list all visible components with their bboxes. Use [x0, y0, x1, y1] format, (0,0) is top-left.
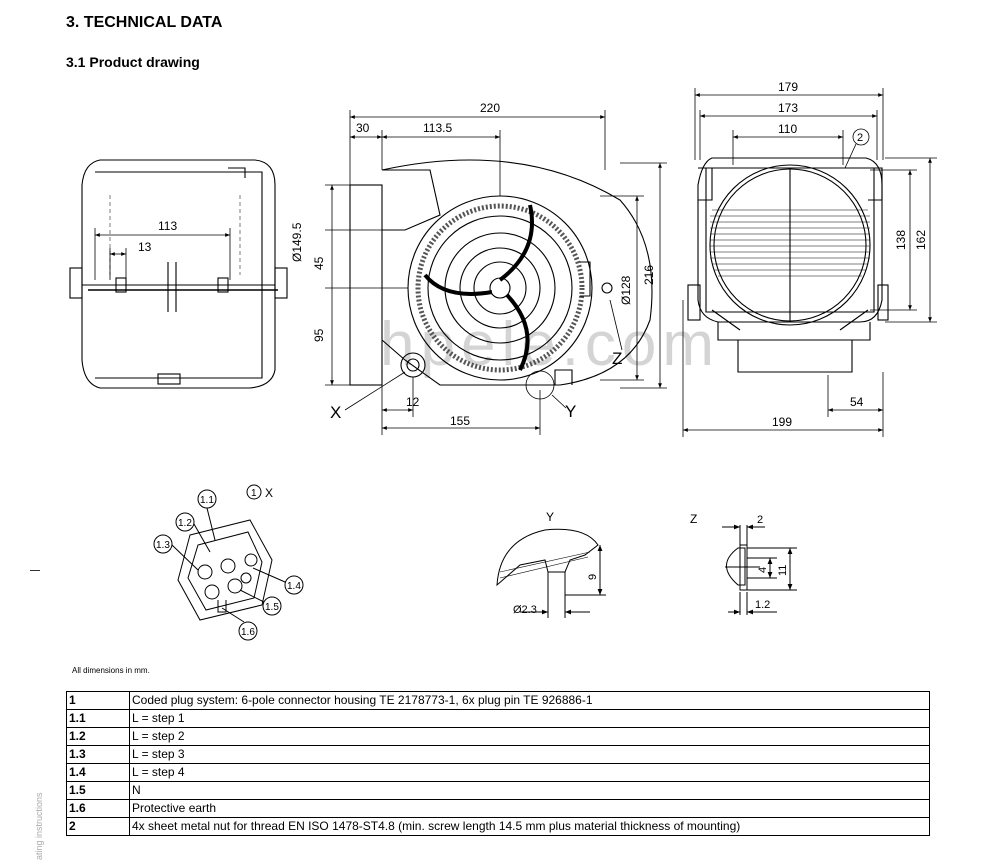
dim-right-54: 54 [850, 395, 864, 409]
dim-right-110: 110 [778, 122, 797, 136]
left-side-view [69, 159, 288, 389]
pin-1-1: 1.1 [200, 495, 214, 506]
legend-key: 1.1 [66, 709, 130, 728]
dim-left-13: 13 [138, 240, 152, 254]
pin-1-4: 1.4 [287, 581, 301, 592]
legend-text: L = step 4 [129, 763, 930, 782]
plug-callout-1: 1 [251, 488, 257, 499]
side-label: ating instructions [34, 792, 44, 860]
legend-text: L = step 3 [129, 745, 930, 764]
dim-front-12: 12 [406, 395, 420, 409]
legend-text: 4x sheet metal nut for thread EN ISO 147… [129, 817, 930, 836]
dim-z-1-2: 1.2 [755, 599, 770, 611]
legend-key: 1 [66, 691, 130, 710]
legend-key: 2 [66, 817, 130, 836]
detail-y-title: Y [546, 510, 554, 524]
dim-front-95: 95 [312, 328, 326, 342]
legend-text: L = step 1 [129, 709, 930, 728]
callout-2: 2 [857, 132, 863, 144]
dimensions-note: All dimensions in mm. [72, 666, 150, 675]
pin-1-3: 1.3 [156, 540, 170, 551]
dim-front-30: 30 [356, 121, 370, 135]
dim-front-128: Ø128 [619, 275, 633, 305]
right-view [687, 157, 889, 373]
dim-front-113-5: 113.5 [423, 121, 452, 135]
dim-front-155: 155 [450, 414, 470, 428]
dim-right-162: 162 [914, 230, 928, 250]
dim-right-173: 173 [778, 101, 798, 115]
legend-text: L = step 2 [129, 727, 930, 746]
section-heading: 3. TECHNICAL DATA [66, 14, 223, 31]
margin-mark [30, 570, 40, 571]
detail-z-title: Z [690, 512, 697, 526]
dim-front-149-5: Ø149.5 [290, 222, 304, 262]
legend-key: 1.4 [66, 763, 130, 782]
right-view-dimensions [682, 88, 937, 437]
plug-label-x: X [265, 486, 273, 500]
dim-right-138: 138 [894, 230, 908, 250]
dim-front-216: 216 [642, 265, 656, 285]
legend-text: Protective earth [129, 799, 930, 818]
label-z: Z [612, 349, 622, 368]
product-drawing: hpele.com 113 13 [69, 80, 937, 641]
legend-text: Coded plug system: 6-pole connector hous… [129, 691, 930, 710]
pin-1-6: 1.6 [241, 627, 255, 638]
plug-detail [153, 484, 304, 641]
legend-key: 1.3 [66, 745, 130, 764]
dim-left-113: 113 [158, 219, 177, 233]
dim-y-2-3: Ø2.3 [513, 604, 537, 616]
dim-front-220: 220 [480, 101, 500, 115]
side-margin-text: ating instructions [34, 792, 44, 860]
watermark: hpele.com [380, 310, 720, 379]
legend-key: 1.2 [66, 727, 130, 746]
detail-z [722, 524, 797, 615]
dim-front-45: 45 [312, 256, 326, 270]
label-y: Y [565, 402, 576, 421]
left-view-dimensions [94, 228, 231, 280]
dim-right-199: 199 [772, 415, 792, 429]
pin-1-5: 1.5 [265, 602, 279, 613]
legend-key: 1.5 [66, 781, 130, 800]
detail-y [496, 528, 606, 618]
front-view-dimensions [325, 110, 667, 435]
legend-key: 1.6 [66, 799, 130, 818]
dim-z-4: 4 [757, 567, 769, 573]
dim-right-179: 179 [778, 80, 798, 94]
dim-z-2: 2 [757, 514, 763, 526]
dim-z-11: 11 [777, 565, 789, 576]
label-x: X [330, 403, 341, 422]
subsection-heading: 3.1 Product drawing [66, 54, 200, 70]
legend-text: N [129, 781, 930, 800]
pin-1-2: 1.2 [178, 518, 192, 529]
dim-y-9: 9 [587, 574, 599, 580]
